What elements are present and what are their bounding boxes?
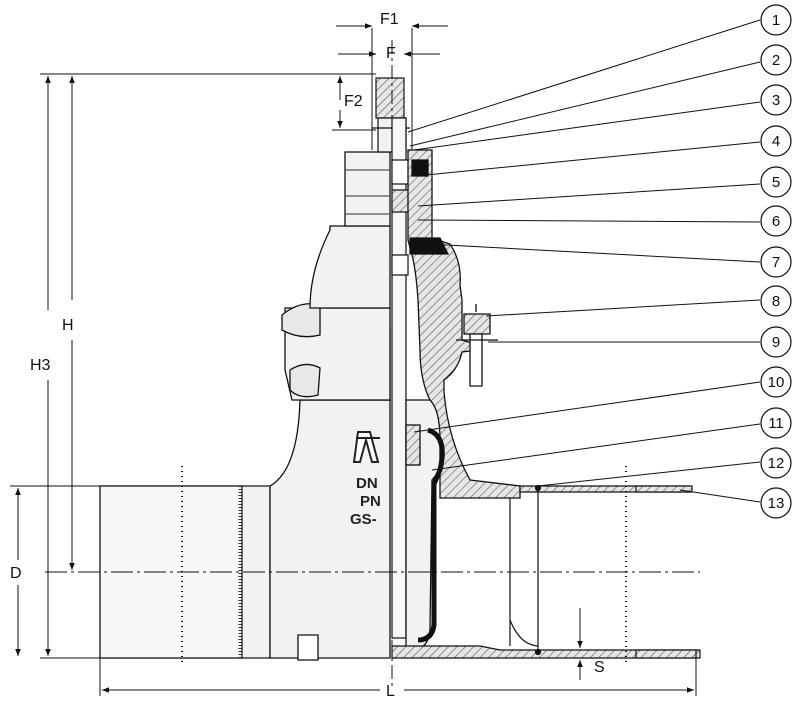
callout-7: 7 xyxy=(760,246,792,278)
callout-2: 2 xyxy=(760,44,792,76)
dim-label-f: F xyxy=(386,45,396,62)
casting-logo xyxy=(352,431,380,463)
callout-3: 3 xyxy=(760,84,792,116)
callout-5: 5 xyxy=(760,166,792,198)
callout-label: 3 xyxy=(772,92,780,109)
callout-8: 8 xyxy=(760,285,792,317)
callout-1: 1 xyxy=(760,4,792,36)
callout-label: 4 xyxy=(772,133,780,150)
callout-label: 13 xyxy=(768,495,785,512)
casting-mark-gs: GS- xyxy=(350,511,377,528)
dim-label-f1: F1 xyxy=(380,11,399,28)
callout-label: 10 xyxy=(768,374,785,391)
callout-label: 11 xyxy=(768,415,784,432)
callout-label: 1 xyxy=(772,12,780,29)
callout-label: 6 xyxy=(772,213,780,230)
casting-mark-dn: DN xyxy=(356,475,378,492)
callout-label: 8 xyxy=(772,293,780,310)
callout-label: 12 xyxy=(768,455,785,472)
callout-label: 5 xyxy=(772,174,780,191)
wedge-section xyxy=(405,399,445,651)
dim-label-h3: H3 xyxy=(30,357,51,374)
dim-label-l: L xyxy=(386,683,395,700)
callout-label: 2 xyxy=(772,52,780,69)
callout-leaders xyxy=(407,19,761,503)
left-socket xyxy=(99,466,271,664)
dim-label-f2: F2 xyxy=(344,93,363,110)
callout-11: 11 xyxy=(760,407,792,439)
callout-12: 12 xyxy=(760,447,792,479)
callout-9: 9 xyxy=(760,326,792,358)
dim-label-d: D xyxy=(10,565,22,582)
dimension-lines xyxy=(10,23,697,696)
dim-label-h: H xyxy=(62,317,74,334)
callout-label: 7 xyxy=(772,254,780,271)
callout-13: 13 xyxy=(760,487,792,519)
callout-4: 4 xyxy=(760,125,792,157)
callout-10: 10 xyxy=(760,366,792,398)
right-pipe-section xyxy=(391,466,701,664)
casting-mark-pn: PN xyxy=(360,493,381,510)
dim-label-s: S xyxy=(594,659,605,676)
callout-6: 6 xyxy=(760,205,792,237)
callout-label: 9 xyxy=(772,334,780,351)
left-body xyxy=(269,151,391,661)
